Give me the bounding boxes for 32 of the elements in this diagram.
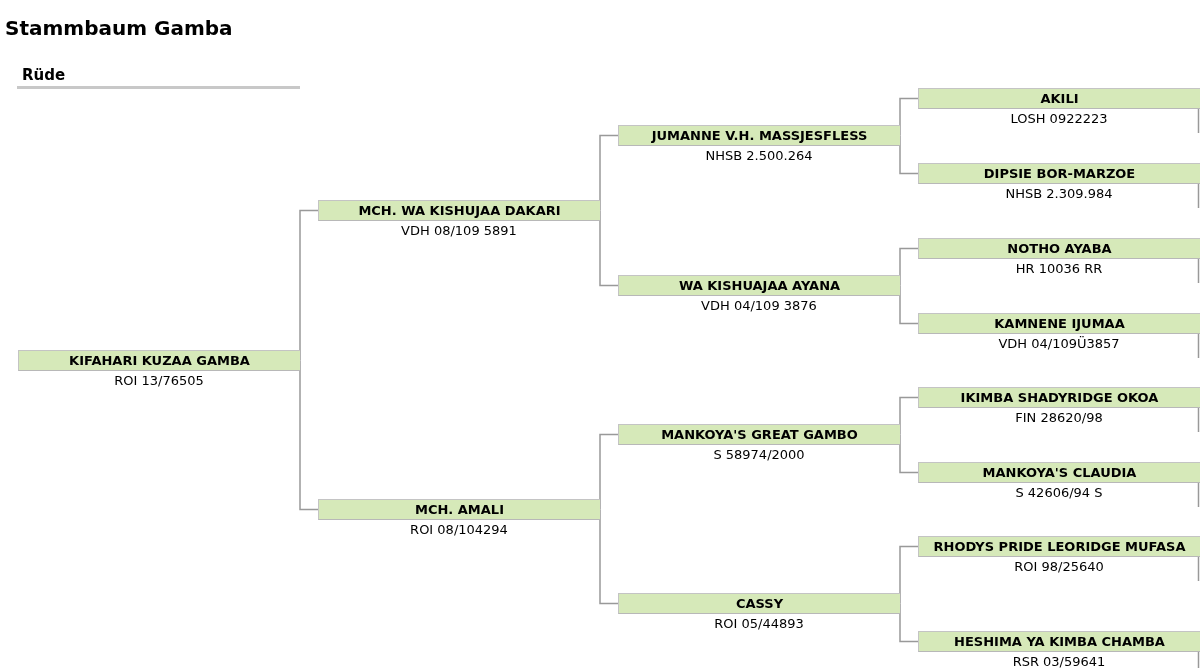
- section-heading: Rüde: [22, 66, 66, 84]
- registration-number: NHSB 2.309.984: [1005, 185, 1113, 202]
- registration-number: ROI 98/25640: [1014, 558, 1104, 575]
- name-bar: RHODYS PRIDE LEORIDGE MUFASA: [918, 536, 1200, 557]
- registration-number: HR 10036 RR: [1015, 260, 1103, 277]
- registration-number: RSR 03/59641: [1012, 653, 1106, 668]
- registration-number: VDH 08/109 5891: [401, 222, 517, 239]
- registration-number: S 58974/2000: [713, 446, 805, 463]
- name-bar: MANKOYA'S CLAUDIA: [918, 462, 1200, 483]
- name-bar: WA KISHUAJAA AYANA: [618, 275, 900, 296]
- name-bar: JUMANNE V.H. MASSJESFLESS: [618, 125, 900, 146]
- registration-number: S 42606/94 S: [1015, 484, 1103, 501]
- page-title: Stammbaum Gamba: [5, 16, 233, 40]
- registration-number: NHSB 2.500.264: [705, 147, 813, 164]
- registration-number: VDH 04/109 3876: [701, 297, 817, 314]
- registration-number: ROI 08/104294: [410, 521, 508, 538]
- name-bar: CASSY: [618, 593, 900, 614]
- name-bar: MCH. AMALI: [318, 499, 600, 520]
- name-bar: DIPSIE BOR-MARZOE: [918, 163, 1200, 184]
- registration-number: LOSH 0922223: [1010, 110, 1108, 127]
- name-bar: HESHIMA YA KIMBA CHAMBA: [918, 631, 1200, 652]
- registration-number: ROI 13/76505: [114, 372, 204, 389]
- name-bar: MCH. WA KISHUJAA DAKARI: [318, 200, 600, 221]
- name-bar: NOTHO AYABA: [918, 238, 1200, 259]
- name-bar: MANKOYA'S GREAT GAMBO: [618, 424, 900, 445]
- registration-number: VDH 04/109Ü3857: [998, 335, 1120, 352]
- name-bar: AKILI: [918, 88, 1200, 109]
- name-bar: KAMNENE IJUMAA: [918, 313, 1200, 334]
- name-bar: IKIMBA SHADYRIDGE OKOA: [918, 387, 1200, 408]
- registration-number: ROI 05/44893: [714, 615, 804, 632]
- name-bar: KIFAHARI KUZAA GAMBA: [18, 350, 300, 371]
- registration-number: FIN 28620/98: [1015, 409, 1103, 426]
